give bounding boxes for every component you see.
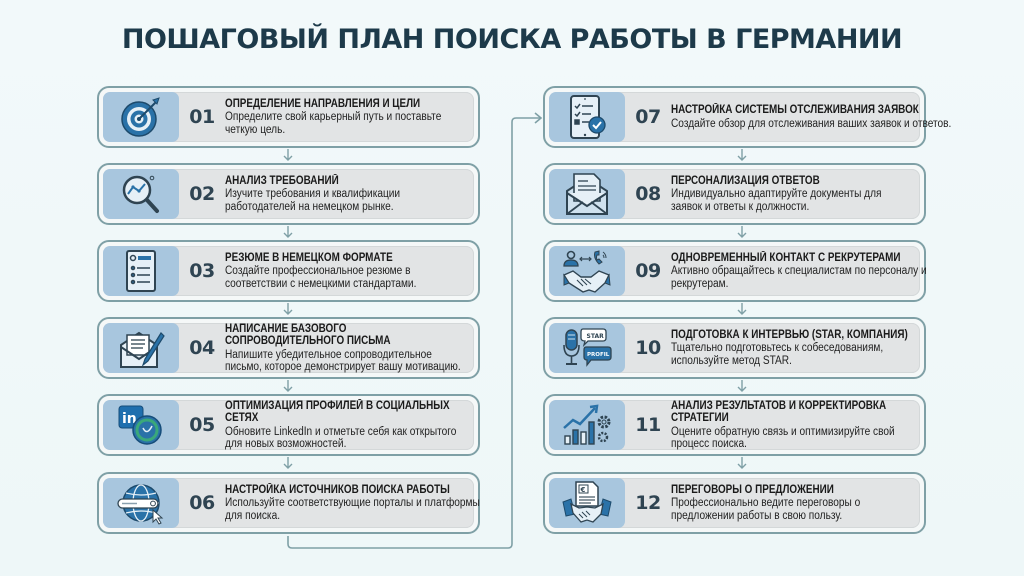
step-description: Тщательно подготовьтесь к собеседованиям… [671, 342, 884, 367]
svg-text:in: in [122, 411, 137, 427]
tablet-checklist-icon [549, 92, 625, 142]
step-heading: НАСТРОЙКА СИСТЕМЫ ОТСЛЕЖИВАНИЯ ЗАЯВОК [671, 104, 919, 117]
step-card-10: STAR PROFIL 10 ПОДГОТОВКА К ИНТЕРВЬЮ (STA… [543, 317, 926, 379]
step-description: Определите свой карьерный путь и поставь… [225, 111, 442, 136]
step-heading: ПЕРЕГОВОРЫ О ПРЕДЛОЖЕНИИ [671, 484, 834, 497]
step-card-11: 11 АНАЛИЗ РЕЗУЛЬТАТОВ И КОРРЕКТИРОВКА СТ… [543, 394, 926, 456]
step-heading: РЕЗЮМЕ В НЕМЕЦКОМ ФОРМАТЕ [225, 252, 393, 265]
step-description: Профессионально ведите переговоры о пред… [671, 497, 861, 522]
step-number: 02 [189, 183, 215, 205]
step-heading: ОПРЕДЕЛЕНИЕ НАПРАВЛЕНИЯ И ЦЕЛИ [225, 98, 421, 111]
step-description: Активно обращайтесь к специалистам по пе… [671, 265, 927, 290]
step-heading: ПЕРСОНАЛИЗАЦИЯ ОТВЕТОВ [671, 175, 820, 188]
step-number: 10 [635, 337, 661, 359]
step-heading: НАСТРОЙКА ИСТОЧНИКОВ ПОИСКА РАБОТЫ [225, 484, 450, 497]
step-number: 09 [635, 260, 661, 282]
resume-document-icon [103, 246, 179, 296]
svg-text:PROFIL: PROFIL [587, 352, 610, 358]
step-description: Оцените обратную связь и оптимизируйте с… [671, 425, 895, 450]
step-description: Используйте соответствующие порталы и пл… [225, 497, 480, 522]
step-description: Индивидуально адаптируйте документы для … [671, 188, 882, 213]
contract-handshake-icon: € [549, 478, 625, 528]
step-number: 07 [635, 106, 661, 128]
step-heading: ПОДГОТОВКА К ИНТЕРВЬЮ (STAR, КОМПАНИЯ) [671, 329, 908, 342]
step-card-05: in 05 ОПТИМИЗАЦИЯ ПРОФИЛЕЙ В СОЦИАЛЬНЫХ … [97, 394, 480, 456]
envelope-pen-icon [103, 323, 179, 373]
step-card-04: 04 НАПИСАНИЕ БАЗОВОГО СОПРОВОДИТЕЛЬНОГО … [97, 317, 480, 379]
step-heading: ОПТИМИЗАЦИЯ ПРОФИЛЕЙ В СОЦИАЛЬНЫХ СЕТЯХ [225, 400, 450, 425]
step-card-07: 07 НАСТРОЙКА СИСТЕМЫ ОТСЛЕЖИВАНИЯ ЗАЯВОК… [543, 86, 951, 148]
step-description: Создайте обзор для отслеживания ваших за… [671, 117, 952, 130]
step-description: Создайте профессиональное резюме в соотв… [225, 265, 417, 290]
globe-search-icon [103, 478, 179, 528]
growth-chart-gears-icon [549, 400, 625, 450]
step-description: Напишите убедительное сопроводительное п… [225, 348, 461, 373]
handshake-contact-icon [549, 246, 625, 296]
step-number: 01 [189, 106, 215, 128]
linkedin-open-to-work-icon: in [103, 400, 179, 450]
svg-text:STAR: STAR [587, 333, 605, 340]
step-description: Изучите требования и квалификации работо… [225, 188, 401, 213]
step-heading: ОДНОВРЕМЕННЫЙ КОНТАКТ С РЕКРУТЕРАМИ [671, 252, 901, 265]
step-number: 06 [189, 492, 215, 514]
step-number: 11 [635, 414, 661, 436]
step-heading: АНАЛИЗ РЕЗУЛЬТАТОВ И КОРРЕКТИРОВКА СТРАТ… [671, 400, 887, 425]
svg-text:€: € [580, 486, 586, 494]
step-number: 08 [635, 183, 661, 205]
step-heading: АНАЛИЗ ТРЕБОВАНИЙ [225, 175, 339, 188]
step-number: 05 [189, 414, 215, 436]
target-icon [103, 92, 179, 142]
step-heading: НАПИСАНИЕ БАЗОВОГО СОПРОВОДИТЕЛЬНОГО ПИС… [225, 323, 391, 348]
envelope-document-icon [549, 169, 625, 219]
microphone-speech-icon: STAR PROFIL [549, 323, 625, 373]
page-title: ПОШАГОВЫЙ ПЛАН ПОИСКА РАБОТЫ В ГЕРМАНИИ [121, 24, 903, 55]
step-description: Обновите LinkedIn и отметьте себя как от… [225, 425, 457, 450]
step-number: 03 [189, 260, 215, 282]
step-number: 12 [635, 492, 661, 514]
magnifier-chart-icon [103, 169, 179, 219]
step-number: 04 [189, 337, 215, 359]
